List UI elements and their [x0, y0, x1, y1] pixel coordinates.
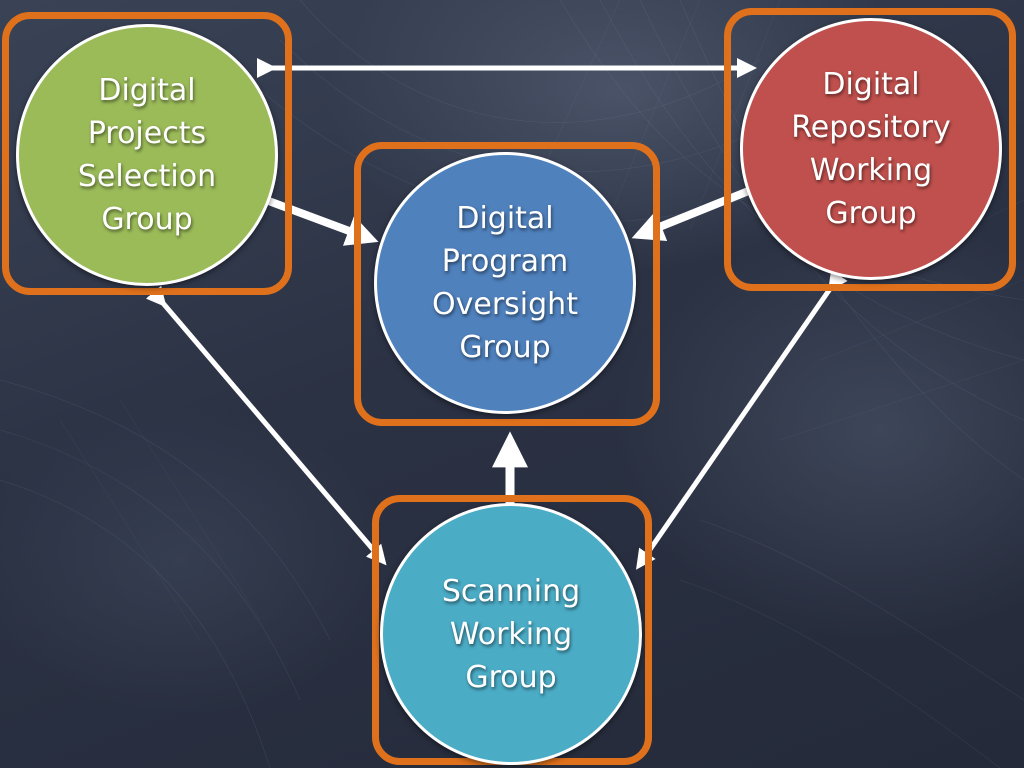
node-scanning-working-group[interactable]: Scanning Working Group — [380, 503, 642, 765]
node-label: Digital Program Oversight Group — [432, 201, 578, 365]
arrow-selection-oversight — [264, 196, 379, 246]
arrow-selection-scanning — [145, 285, 387, 566]
node-label: Digital Repository Working Group — [791, 67, 951, 231]
frame-oversight — [354, 142, 660, 426]
node-label: Scanning Working Group — [441, 573, 581, 695]
arrow-repository-oversight — [631, 184, 758, 242]
arrow-repository-scanning — [636, 269, 848, 570]
frame-repository — [724, 8, 1016, 291]
frame-selection — [2, 12, 292, 295]
node-label: Digital Projects Selection Group — [77, 73, 217, 237]
node-digital-projects-selection-group[interactable]: Digital Projects Selection Group — [16, 24, 278, 286]
node-digital-repository-working-group[interactable]: Digital Repository Working Group — [740, 18, 1002, 280]
node-digital-program-oversight-group[interactable]: Digital Program Oversight Group — [374, 152, 636, 414]
